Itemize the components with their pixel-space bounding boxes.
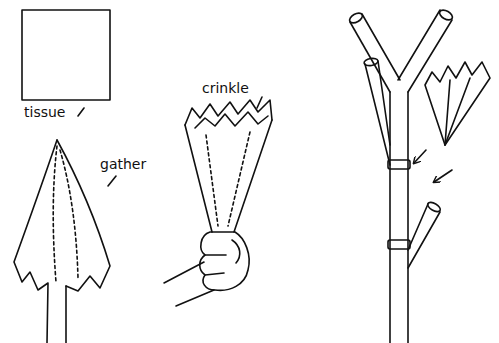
leader-tick [78,108,84,116]
branch-stand [348,8,454,343]
leader-tick [257,97,262,108]
crinkled-flower [185,100,272,232]
handwritten-label: tissue [24,104,65,120]
placement-arrow [414,150,426,163]
hand [164,232,249,306]
handwritten-label: crinkle [202,80,249,96]
leader-tick [108,176,116,186]
placement-arrow [434,170,452,182]
tissue-square [22,10,110,100]
small-flower [425,62,490,145]
gathered-tissue [14,140,110,343]
handwritten-label: gather [100,156,146,172]
